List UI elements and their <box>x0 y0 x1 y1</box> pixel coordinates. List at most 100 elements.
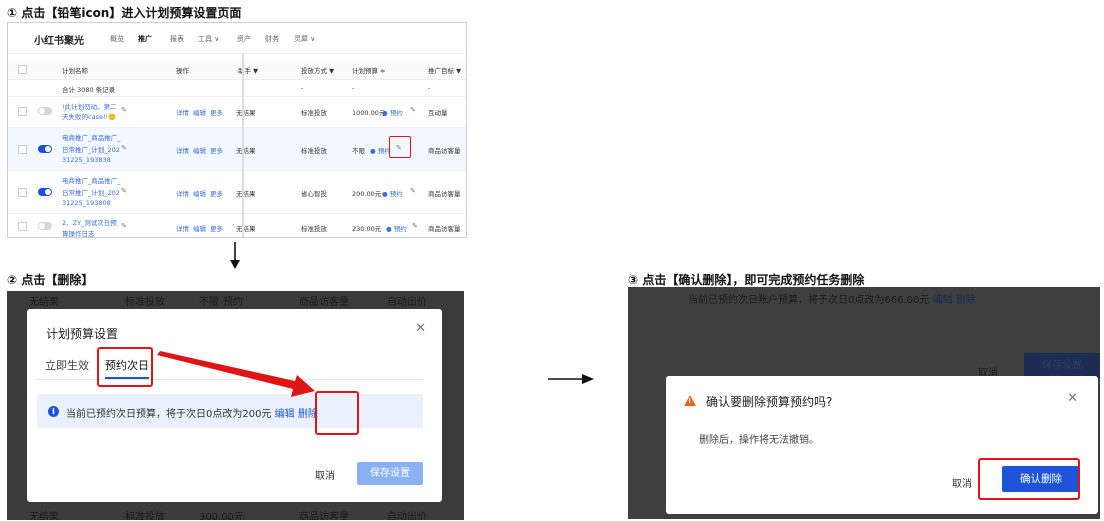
plan-name-line[interactable]: 2、ZY_测试次日预 <box>62 219 117 227</box>
dash: - <box>352 84 355 92</box>
dialog-title: 确认要删除预算预约吗? <box>706 395 833 409</box>
more-link[interactable]: 更多 <box>210 109 223 117</box>
close-icon[interactable]: ✕ <box>415 321 426 336</box>
col-budget[interactable]: 计划预算 ≑ <box>352 67 386 75</box>
pencil-icon[interactable]: ✎ <box>410 106 416 114</box>
confirm-delete-dialog: 确认要删除预算预约吗? ✕ 删除后，操作将无法撤销。 取消 确认删除 <box>666 376 1098 514</box>
tab-divider <box>37 379 423 380</box>
edit-link[interactable]: 编辑 <box>193 190 206 198</box>
edit-link[interactable]: 编辑 <box>193 147 206 155</box>
save-settings-button[interactable]: 保存设置 <box>357 462 423 485</box>
plan-name-line[interactable]: 31225_193808 <box>62 199 111 207</box>
plan-name-line[interactable]: 日常推广_计划_202 <box>62 146 120 154</box>
plan-name-line[interactable]: 日常推广_计划_202 <box>62 189 120 197</box>
row-checkbox[interactable] <box>18 107 27 116</box>
pencil-icon[interactable]: ✎ <box>121 144 127 152</box>
bg-text: 自动出价 <box>387 512 427 520</box>
status-toggle[interactable] <box>38 145 52 153</box>
confirm-delete-button[interactable]: 确认删除 <box>1002 466 1080 492</box>
row-checkbox[interactable] <box>18 188 27 197</box>
plan-name-line[interactable]: 天失败的case!!🙂 <box>62 113 117 121</box>
row-checkbox[interactable] <box>18 222 27 231</box>
target-value: 商品访客量 <box>428 190 461 198</box>
row-checkbox[interactable] <box>18 145 27 154</box>
nav-finance[interactable]: 财务 <box>265 35 279 43</box>
edit-link[interactable]: 编辑 <box>274 409 295 420</box>
close-icon[interactable]: ✕ <box>1067 391 1078 406</box>
bg-edit-link: 编辑 <box>932 295 953 306</box>
detail-link[interactable]: 详情 <box>176 190 189 198</box>
confirm-dialog-screenshot: 当前已预约次日账户预算，将于次日0点改为666.00元 编辑 删除 取消 保存设… <box>628 287 1100 519</box>
reserve-badge-label: 预约 <box>377 147 391 155</box>
col-target[interactable]: 推广目标 ▼ <box>428 67 462 75</box>
edit-link[interactable]: 编辑 <box>193 225 206 233</box>
table-row: !此计划勿动。第二 天失败的case!!🙂 ✎ 详情 编辑 更多 无结果 标准投… <box>8 97 466 128</box>
detail-link[interactable]: 详情 <box>176 225 189 233</box>
cancel-button[interactable]: 取消 <box>315 471 335 482</box>
budget-value: 200.00元 <box>352 190 382 198</box>
method-value: 标准投放 <box>301 147 327 155</box>
table-row: 2、ZY_测试次日预 算操作日志 ✎ 详情 编辑 更多 无结果 标准投放 230… <box>8 214 466 238</box>
step-1-title: ① 点击【铅笔icon】进入计划预算设置页面 <box>7 6 242 20</box>
target-value: 商品访客量 <box>428 147 461 155</box>
cancel-button[interactable]: 取消 <box>952 479 972 490</box>
pencil-highlight-box <box>389 136 411 158</box>
budget-value: 不限 <box>352 147 365 155</box>
edit-link[interactable]: 编辑 <box>193 109 206 117</box>
bg-text: 标准投放 <box>125 512 165 520</box>
helper-value: 无结果 <box>236 225 256 233</box>
detail-link[interactable]: 详情 <box>176 147 189 155</box>
pencil-icon[interactable]: ✎ <box>121 106 127 114</box>
info-text: 当前已预约次日预算，将于次日0点改为200元 编辑 删除 <box>66 405 318 420</box>
select-all-checkbox[interactable] <box>18 65 27 74</box>
pencil-icon[interactable]: ✎ <box>121 187 127 195</box>
bg-info-text: 当前已预约次日账户预算，将于次日0点改为666.00元 编辑 删除 <box>688 291 976 306</box>
delete-link[interactable]: 删除 <box>297 409 318 420</box>
col-ops: 操作 <box>176 67 189 75</box>
more-link[interactable]: 更多 <box>210 225 223 233</box>
total-row: 合计 3080 条记录 - - - <box>8 80 466 97</box>
tab-next-day[interactable]: 预约次日 <box>105 359 149 372</box>
column-divider <box>242 53 244 237</box>
plan-name-line[interactable]: 算操作日志 <box>62 230 95 238</box>
reserve-badge-label: 预约 <box>389 109 403 117</box>
plan-name-line[interactable]: 31225_193838 <box>62 156 111 164</box>
pencil-icon[interactable]: ✎ <box>396 144 402 152</box>
delete-highlight-box <box>315 391 359 435</box>
more-link[interactable]: 更多 <box>210 190 223 198</box>
plan-name-line[interactable]: 电商推广_商品推广_ <box>62 177 121 185</box>
bg-text: 商品访客量 <box>299 297 349 308</box>
step-3-title: ③ 点击【确认删除】，即可完成预约任务删除 <box>628 273 865 287</box>
budget-settings-dialog: 计划预算设置 ✕ 立即生效 预约次日 i 当前已预约次日预算，将于次日0点改为2… <box>27 309 442 502</box>
plan-name-line[interactable]: !此计划勿动。第二 <box>62 103 117 111</box>
nav-reports[interactable]: 报表 <box>170 35 184 43</box>
brand-logo: 小红书聚光 <box>34 36 84 47</box>
col-method[interactable]: 投放方式 ▼ <box>301 67 335 75</box>
nav-tools[interactable]: 工具 ∨ <box>198 35 220 43</box>
tab-highlight-box <box>97 347 153 387</box>
bg-delete-link: 删除 <box>955 295 976 306</box>
budget-value: 1000.00元 <box>352 109 386 117</box>
bg-info-message: 当前已预约次日账户预算，将于次日0点改为666.00元 <box>688 295 930 306</box>
status-toggle[interactable] <box>38 222 52 230</box>
detail-link[interactable]: 详情 <box>176 109 189 117</box>
pencil-icon[interactable]: ✎ <box>412 222 418 230</box>
status-toggle[interactable] <box>38 107 52 115</box>
tab-immediate[interactable]: 立即生效 <box>45 359 89 372</box>
plan-name-line[interactable]: 电商推广_商品推广_ <box>62 134 121 142</box>
nav-lingxi[interactable]: 灵犀 ∨ <box>294 35 316 43</box>
info-message: 当前已预约次日预算，将于次日0点改为200元 <box>66 409 272 420</box>
dash: - <box>428 84 431 92</box>
nav-promotion[interactable]: 推广 <box>138 35 152 43</box>
pencil-icon[interactable]: ✎ <box>410 187 416 195</box>
reserve-badge: ● 预约 <box>386 225 407 233</box>
bg-text: 无结果 <box>29 297 59 308</box>
pencil-icon[interactable]: ✎ <box>121 222 127 230</box>
status-toggle[interactable] <box>38 188 52 196</box>
col-helper[interactable]: 助手 ▼ <box>238 67 259 75</box>
nav-assets[interactable]: 资产 <box>237 35 251 43</box>
plan-list-screenshot: 小红书聚光 概览 推广 报表 工具 ∨ 资产 财务 灵犀 ∨ 计划名称 操作 助… <box>7 22 467 238</box>
more-link[interactable]: 更多 <box>210 147 223 155</box>
reserve-badge: ● 预约 <box>382 190 403 198</box>
nav-overview[interactable]: 概览 <box>110 35 124 43</box>
